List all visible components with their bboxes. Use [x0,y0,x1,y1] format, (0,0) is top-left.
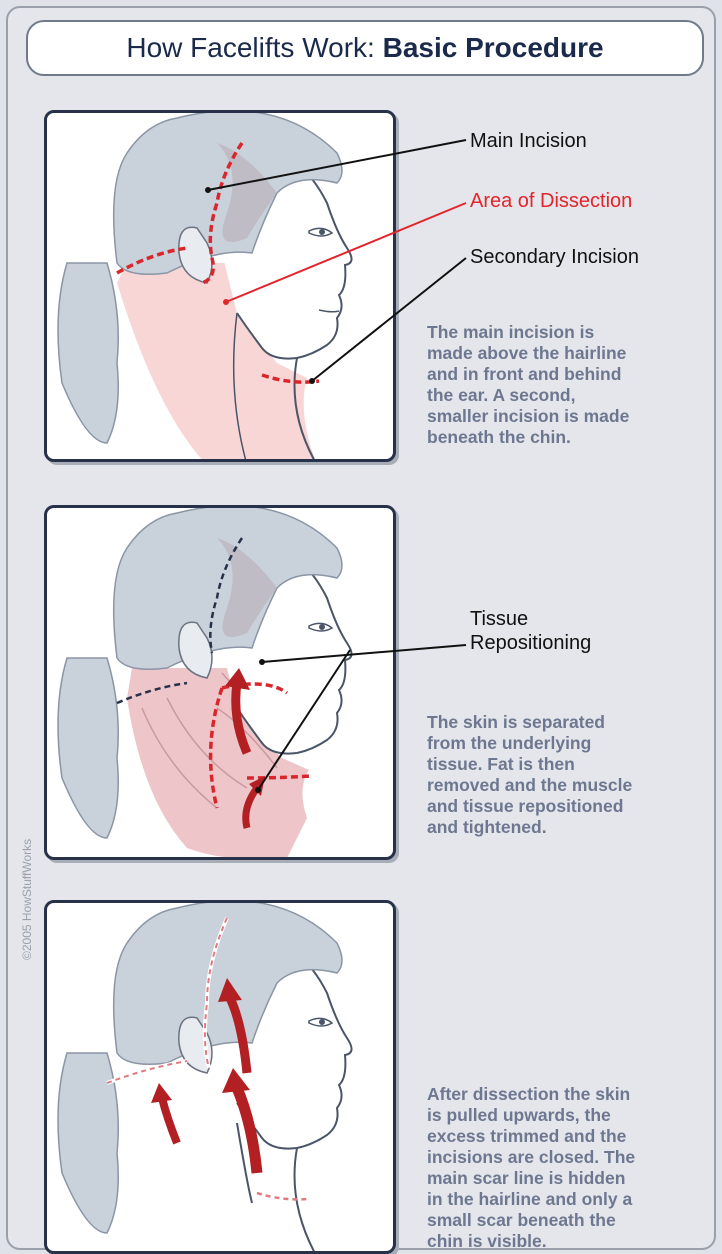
lift-arrow-back [162,1098,177,1143]
head-illustration-1 [47,113,396,462]
title-bold: Basic Procedure [383,32,604,63]
page-title: How Facelifts Work: Basic Procedure [26,20,704,76]
description-step-2: The skin is separated from the underlyin… [427,712,712,838]
ponytail [58,263,118,443]
ponytail [58,1053,118,1233]
label-main-incision: Main Incision [470,129,587,153]
title-light: How Facelifts Work: [126,32,382,63]
ponytail [58,658,118,838]
head-illustration-3 [47,903,396,1254]
panel-tissue [44,505,396,860]
chin-scar [257,1193,309,1199]
label-secondary-incision: Secondary Incision [470,245,639,269]
label-area-of-dissection: Area of Dissection [470,189,632,213]
panel-incisions [44,110,396,462]
head-illustration-2 [47,508,396,860]
copyright-notice: ©2005 HowStuffWorks [20,839,34,960]
label-tissue-repositioning: Tissue Repositioning [470,607,591,655]
panel-closing [44,900,396,1254]
description-step-3: After dissection the skin is pulled upwa… [427,1084,712,1252]
description-step-1: The main incision is made above the hair… [427,322,712,448]
